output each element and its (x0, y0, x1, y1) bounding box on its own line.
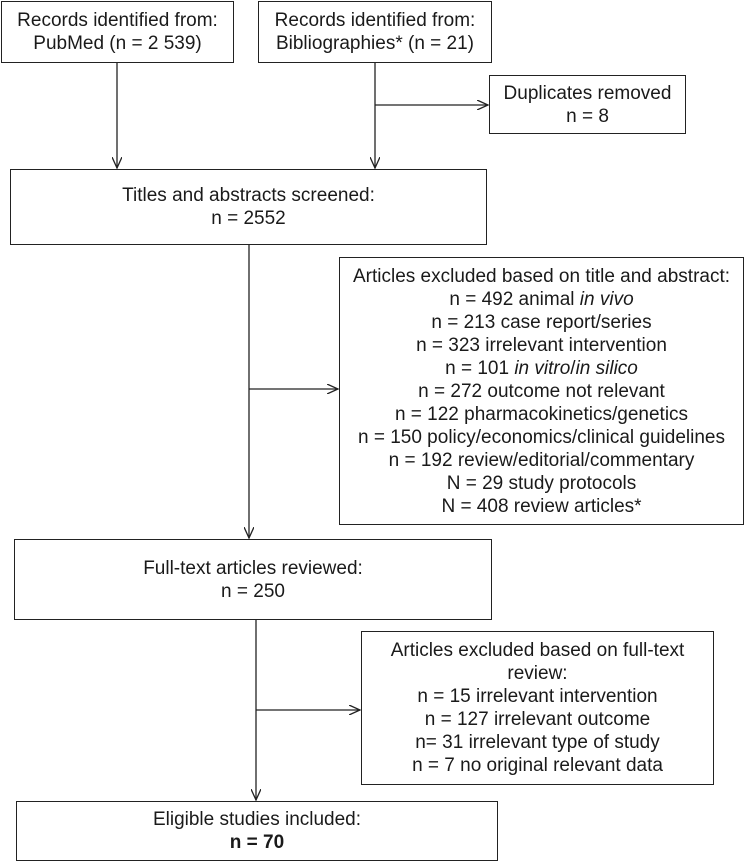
excluded-full-heading1: Articles excluded based on full-text (390, 640, 685, 661)
fulltext-line1: Full-text articles reviewed: (143, 557, 363, 579)
excluded-title-item: n = 101 in vitro/in silico (445, 357, 638, 379)
excluded-title-item: n = 213 case report/series (431, 311, 652, 333)
excluded-full-heading2: review: (507, 663, 568, 684)
excluded-fulltext-box: Articles excluded based on full-text rev… (361, 631, 714, 785)
fulltext-reviewed-box: Full-text articles reviewed: n = 250 (14, 539, 492, 620)
duplicates-removed-box: Duplicates removed n = 8 (489, 75, 686, 134)
duplicates-line2: n = 8 (566, 105, 609, 127)
pubmed-line1: Records identified from: (17, 10, 218, 31)
included-line1: Eligible studies included: (152, 809, 362, 830)
excluded-title-abstract-box: Articles excluded based on title and abs… (339, 257, 744, 525)
bibliographies-records-box: Records identified from: Bibliographies*… (258, 1, 492, 63)
excluded-title-item: N = 29 study protocols (446, 472, 637, 494)
excluded-title-item: n = 272 outcome not relevant (418, 380, 665, 402)
pubmed-records-box: Records identified from: PubMed (n = 2 5… (1, 1, 234, 63)
excluded-full-item: n = 15 irrelevant intervention (417, 686, 658, 707)
screened-line1: Titles and abstracts screened: (122, 185, 375, 206)
excluded-title-item: N = 408 review articles* (441, 495, 642, 517)
screened-line2: n = 2552 (211, 208, 286, 229)
included-line2: n = 70 (229, 832, 285, 853)
excluded-title-item: n = 122 pharmacokinetics/genetics (394, 403, 689, 425)
excluded-title-item: n = 150 policy/economics/clinical guidel… (357, 426, 725, 448)
excluded-full-item: n= 31 irrelevant type of study (415, 732, 660, 753)
excluded-full-item: n = 127 irrelevant outcome (424, 709, 651, 730)
bibliographies-line1: Records identified from: (274, 10, 476, 31)
excluded-full-item: n = 7 no original relevant data (412, 755, 663, 776)
excluded-title-item: n = 323 irrelevant intervention (416, 334, 667, 356)
fulltext-line2: n = 250 (221, 580, 285, 602)
excluded-title-item: n = 492 animal in vivo (449, 288, 634, 310)
excluded-title-item: n = 192 review/editorial/commentary (388, 449, 695, 471)
included-studies-box: Eligible studies included: n = 70 (16, 801, 498, 861)
screened-box: Titles and abstracts screened: n = 2552 (10, 169, 487, 245)
duplicates-line1: Duplicates removed (503, 82, 672, 104)
excluded-title-heading: Articles excluded based on title and abs… (352, 265, 731, 287)
bibliographies-line2: Bibliographies* (n = 21) (275, 33, 475, 54)
pubmed-line2: PubMed (n = 2 539) (33, 33, 202, 54)
